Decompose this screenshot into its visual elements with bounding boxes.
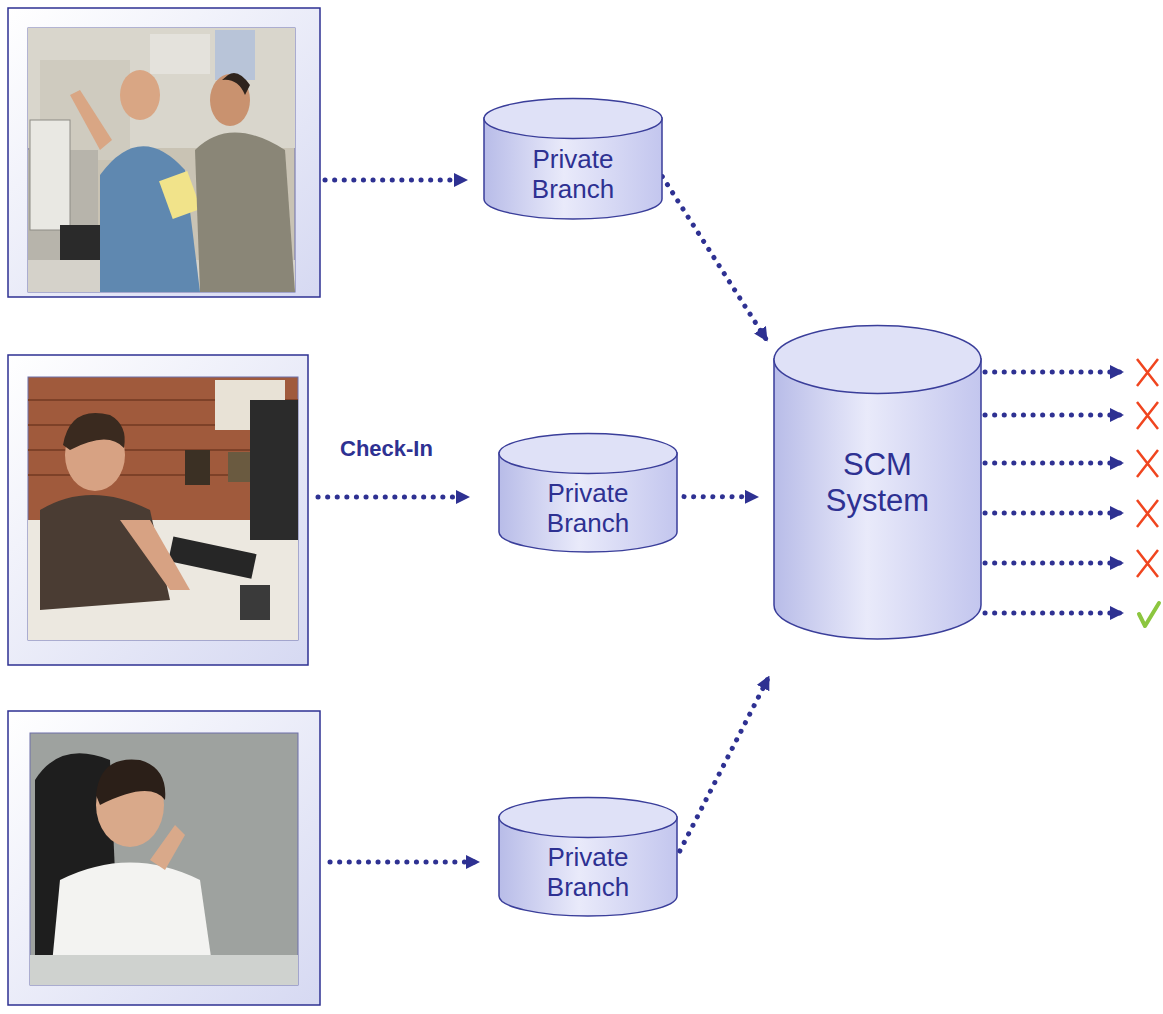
node-label: Private Branch xyxy=(522,843,654,903)
desk-photo xyxy=(228,452,250,482)
office-photo xyxy=(60,225,100,265)
output-arrows xyxy=(985,370,1124,375)
office-photo xyxy=(30,120,70,230)
office-photo xyxy=(120,70,160,120)
desk-photo xyxy=(28,380,298,640)
node-label: Private Branch xyxy=(507,145,639,205)
dotted-arrow xyxy=(325,178,468,183)
office-photo xyxy=(150,34,210,74)
desk-photo xyxy=(240,585,270,620)
cylinder-top xyxy=(484,99,662,139)
office-photo xyxy=(195,133,295,293)
output-arrows xyxy=(985,561,1124,566)
output-arrows xyxy=(985,372,1124,613)
office-photo xyxy=(28,28,295,292)
fail-mark xyxy=(1137,500,1158,527)
cylinder-top xyxy=(499,434,677,474)
office-photo xyxy=(159,171,201,219)
photo-frame xyxy=(30,733,298,985)
node-label: Private Branch xyxy=(522,479,654,539)
photo-frame xyxy=(8,355,308,665)
fail-mark xyxy=(1137,402,1158,429)
text-group: SCM System xyxy=(817,447,938,518)
cylinder-top xyxy=(499,798,677,838)
photo-frame xyxy=(8,711,320,1005)
text-group: Private Branch xyxy=(522,479,654,539)
fail-mark xyxy=(1137,359,1158,386)
fail-mark xyxy=(1137,359,1158,577)
portrait-photo xyxy=(30,753,298,985)
office-photo xyxy=(215,30,255,80)
photo-frame xyxy=(8,8,320,297)
cylinder-store: Private Branch xyxy=(498,797,678,917)
portrait-photo xyxy=(30,955,298,985)
desk-photo xyxy=(63,413,125,450)
dotted-arrow xyxy=(330,860,480,865)
office-photo xyxy=(100,146,200,292)
output-arrows xyxy=(985,413,1124,418)
office-photo xyxy=(70,90,112,150)
cylinder-store: Private Branch xyxy=(498,433,678,553)
output-arrows xyxy=(985,461,1124,466)
portrait-photo xyxy=(150,825,185,870)
cylinder-store: Private Branch xyxy=(483,98,663,220)
photo-frame xyxy=(28,28,295,292)
photo-frame xyxy=(28,377,298,640)
text-group: Private Branch xyxy=(507,145,639,205)
flow-label: Check-In xyxy=(340,436,433,462)
portrait-photo xyxy=(96,759,165,805)
desk-photo xyxy=(120,520,190,590)
fail-mark xyxy=(1137,450,1158,477)
dotted-connector xyxy=(680,676,770,851)
photo-frame xyxy=(8,711,320,1005)
node-label: SCM System xyxy=(817,447,938,518)
desk-photo xyxy=(168,537,256,579)
fail-mark xyxy=(1137,550,1158,577)
dotted-arrow xyxy=(318,495,470,500)
office-photo xyxy=(222,73,250,95)
desk-photo xyxy=(250,400,298,540)
text-group: Private Branch xyxy=(522,843,654,903)
cylinder-store: SCM System xyxy=(773,325,982,640)
photo-frame xyxy=(8,8,320,297)
success-check xyxy=(1139,603,1159,626)
dotted-connector xyxy=(684,494,759,499)
output-arrows xyxy=(985,511,1124,516)
photo-frame xyxy=(8,355,308,665)
cylinder-top xyxy=(774,326,981,394)
desk-photo xyxy=(185,450,210,485)
output-arrows xyxy=(985,611,1124,616)
dotted-connector xyxy=(662,177,767,342)
cylinder-body xyxy=(774,359,981,639)
